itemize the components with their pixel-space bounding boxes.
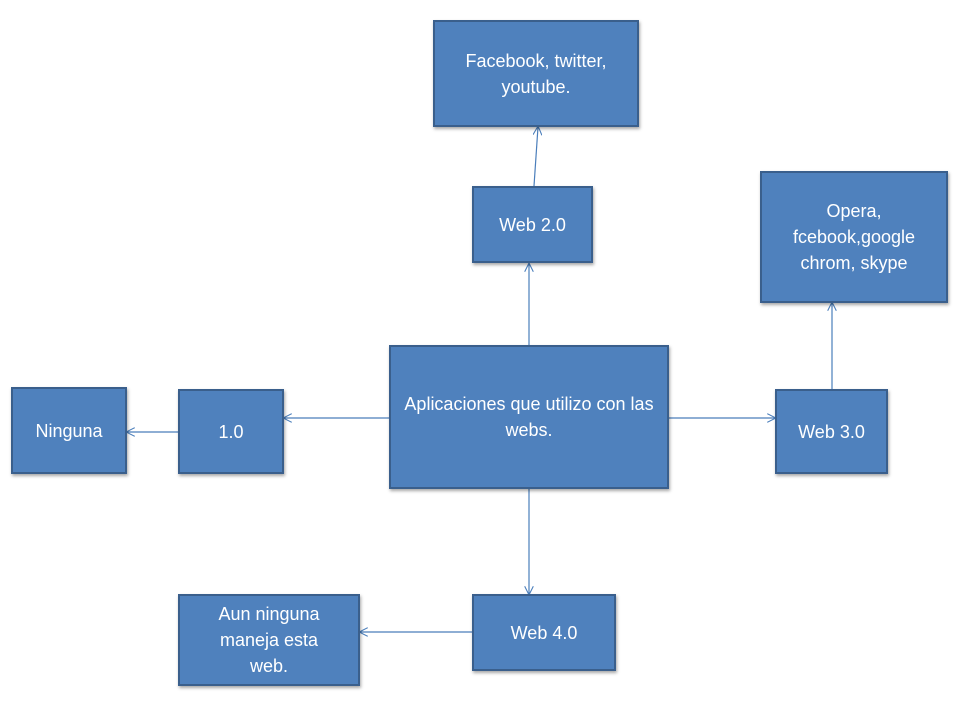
web30-node-label: Web 3.0: [798, 421, 865, 442]
web20-node: Web 2.0: [472, 186, 593, 263]
web10-apps-node: Ninguna: [11, 387, 127, 474]
web40-apps-node: Aun ninguna maneja esta web.: [178, 594, 360, 686]
web20-apps-label: Facebook, twitter, youtube.: [465, 50, 607, 97]
web10-node-label: 1.0: [218, 421, 244, 442]
web20-node-label: Web 2.0: [499, 214, 566, 235]
web40-node-label: Web 4.0: [510, 622, 578, 643]
web40-apps-label: Aun ninguna maneja esta web.: [218, 604, 320, 676]
web10-apps-label: Ninguna: [35, 420, 103, 441]
web40-node: Web 4.0: [472, 594, 616, 671]
center-node: Aplicaciones que utilizo con las webs.: [389, 345, 669, 489]
arrow-web20-to-apps: [534, 127, 538, 187]
web30-apps-label: Opera, fcebook,google chrom, skype: [792, 201, 916, 273]
web20-apps-node: Facebook, twitter, youtube.: [433, 20, 639, 127]
web30-node: Web 3.0: [775, 389, 888, 474]
center-node-label: Aplicaciones que utilizo con las webs.: [404, 394, 654, 440]
web30-apps-node: Opera, fcebook,google chrom, skype: [760, 171, 948, 303]
web10-node: 1.0: [178, 389, 284, 474]
